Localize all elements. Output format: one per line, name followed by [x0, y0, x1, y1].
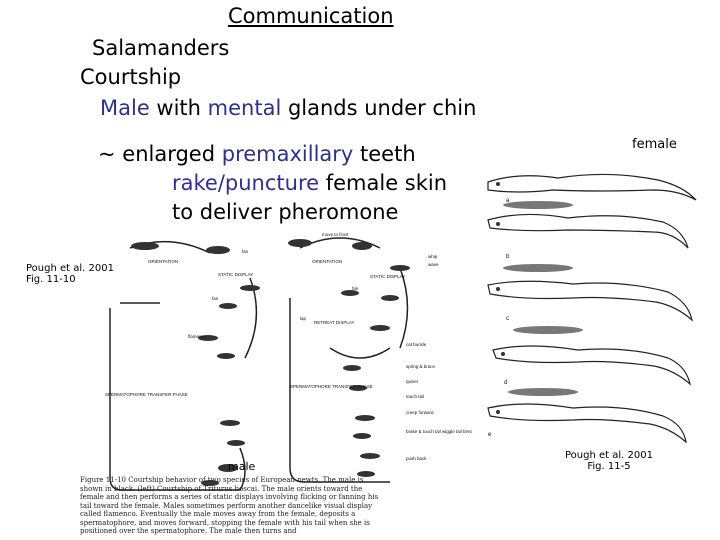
label-whip: whip [428, 254, 438, 259]
panel-letter-a: a [506, 198, 510, 204]
female-label: female [632, 137, 677, 152]
right-citation-line2: Fig. 11-5 [587, 461, 631, 472]
male-label: male [228, 460, 256, 473]
label-spring-brace: spring & brace [406, 364, 436, 369]
term-mental: mental [207, 96, 282, 120]
label-creep-forward: creep forward [406, 410, 434, 415]
label-touch-tail: touch tail [406, 394, 424, 399]
bullet-male-glands: Male with mental glands under chin [100, 96, 476, 120]
cycle-right-labels: move to front ORIENTATION STATIC DISPLAY… [290, 232, 473, 461]
label-lap: lap [300, 316, 307, 321]
panel-letter-e: e [488, 432, 492, 438]
figure-caption: Figure 11-10 Courtship behavior of two s… [80, 476, 379, 535]
label-fan-1: fan [242, 249, 249, 254]
cycle-left [109, 240, 258, 491]
courtship-cycle-figure: ORIENTATION STATIC DISPLAY fan fan SPERM… [105, 232, 473, 491]
label-transfer-left: SPERMATOPHORE TRANSFER PHASE [105, 392, 188, 397]
label-move-to-front: move to front [322, 232, 349, 237]
panel-letter-c: c [506, 316, 509, 322]
slide-title: Communication [228, 4, 394, 28]
term-male: Male [100, 96, 150, 120]
panel-letter-d: d [504, 380, 507, 386]
label-fan-2: fan [212, 296, 219, 301]
bullet-premaxillary: ~ enlarged premaxillary teeth [98, 142, 416, 166]
label-retreat-display: RETREAT DISPLAY [314, 320, 355, 325]
cycle-left-labels: ORIENTATION STATIC DISPLAY fan fan SPERM… [105, 249, 253, 397]
salamander-panels [487, 173, 697, 444]
left-citation-line2: Fig. 11-10 [26, 274, 76, 285]
panel-letters: a b c d e [488, 198, 510, 438]
bullet-pheromone: to deliver pheromone [172, 200, 399, 224]
bullet-courtship: Courtship [80, 65, 182, 89]
label-static-display-left: STATIC DISPLAY [218, 272, 253, 277]
text-with: with [149, 96, 208, 120]
label-orientation-right: ORIENTATION [312, 259, 342, 264]
text-glands: glands under chin [281, 96, 477, 120]
label-wave: wave [428, 262, 439, 267]
salamander-courtship-figure: a b c d e [487, 173, 697, 444]
left-citation-line1: Pough et al. 2001 [26, 263, 114, 274]
label-cat-buckle: cat buckle [406, 342, 427, 347]
right-citation-line1: Pough et al. 2001 [565, 450, 653, 461]
label-transfer-right: SPERMATOPHORE TRANSFER PHASE [290, 384, 373, 389]
bullet-salamanders: Salamanders [92, 36, 230, 60]
text-teeth: teeth [353, 142, 416, 166]
salamander-details [496, 182, 583, 414]
label-flamenco: flamenco [188, 334, 207, 339]
label-fan-right: fan [352, 286, 359, 291]
bullet-rake: rake/puncture female skin [172, 171, 447, 195]
label-orientation-left: ORIENTATION [148, 259, 178, 264]
panel-letter-b: b [506, 254, 510, 260]
label-quiver: quiver [406, 379, 419, 384]
left-figure-citation: Pough et al. 2001 Fig. 11-10 [26, 263, 114, 285]
term-premaxillary: premaxillary [221, 142, 354, 166]
label-brake-touch: brake & touch tail wiggle tail bent [406, 429, 473, 434]
text-female-skin: female skin [319, 171, 448, 195]
text-enlarged: ~ enlarged [98, 142, 222, 166]
newt-sketches [131, 239, 410, 486]
right-figure-citation: Pough et al. 2001 Fig. 11-5 [565, 450, 653, 472]
label-static-display-right: STATIC DISPLAY [370, 274, 405, 279]
term-rake-puncture: rake/puncture [172, 171, 320, 195]
label-push-back: push back [406, 456, 427, 461]
